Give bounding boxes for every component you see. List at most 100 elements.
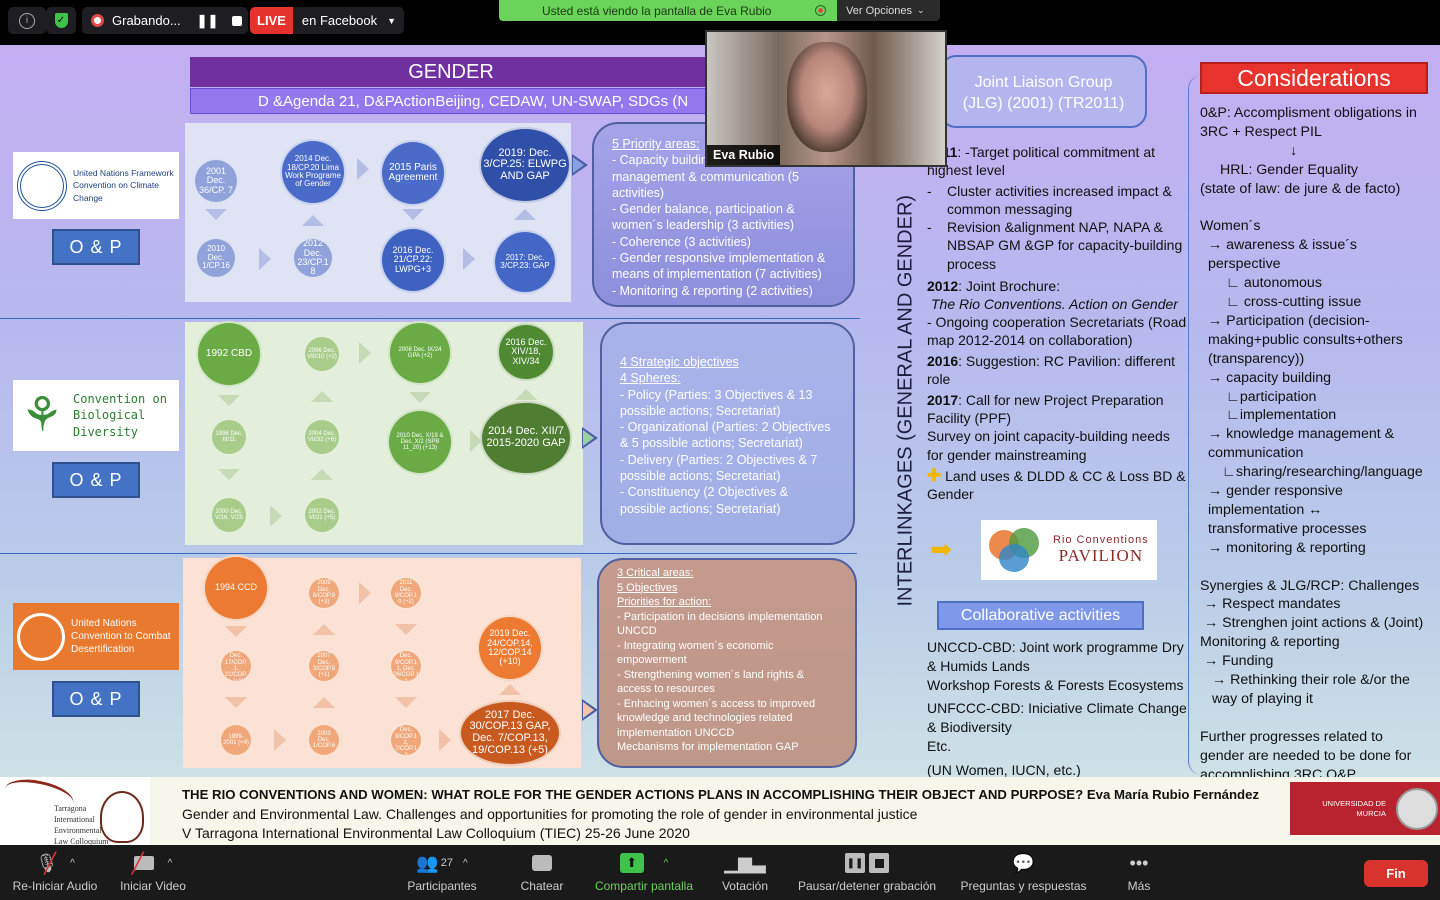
year: 2016 — [927, 353, 959, 370]
screen-share-notice: Usted está viendo la pantalla de Eva Rub… — [499, 0, 837, 21]
arrow-icon — [402, 209, 424, 220]
op-button-cbd: O & P — [52, 462, 140, 498]
toolbar-label: Iniciar Video — [120, 879, 186, 893]
cbd-logo: ⚘ Convention on Biological Diversity — [13, 380, 179, 451]
more-button[interactable]: •••Más — [1120, 852, 1158, 894]
considerations-line: Further progresses related to — [1200, 728, 1383, 745]
box-item: - Gender balance, participation & women´… — [612, 202, 795, 233]
box-item: - Enhacing women´s access to improved kn… — [617, 697, 816, 739]
participant-video[interactable]: Eva Rubio — [705, 30, 947, 167]
jlg-text: Cluster activities increased impact & co… — [947, 183, 1172, 218]
collaborative-activities-title: Collaborative activities — [937, 601, 1144, 630]
box-heading: Priorities for action: — [617, 596, 712, 608]
considerations-line: → Respect mandates — [1204, 596, 1341, 613]
timeline-circle: 1992 CBD — [196, 321, 262, 387]
meeting-top-bar: i ✓ Grabando... ❚❚ LIVE en Facebook ▼ Us… — [0, 0, 1440, 45]
shared-screen-slide: GENDER D &Agenda 21, D&PActionBeijing, C… — [0, 45, 1440, 845]
considerations-line: making+public consults+others — [1208, 331, 1403, 348]
unfccc-logo: United Nations Framework Convention on C… — [13, 152, 179, 219]
share-screen-button[interactable]: ⬆^Compartir pantalla — [588, 852, 700, 893]
participants-button[interactable]: 👥27^ Participantes — [400, 852, 484, 894]
chat-button[interactable]: Chatear — [515, 852, 569, 893]
pause-recording-button[interactable]: ❚❚ — [196, 12, 219, 28]
pause-stop-icon: ❚❚ — [845, 852, 889, 874]
arrow-icon — [302, 215, 324, 226]
jlg-title-box: Joint Liaison Group (JLG) (2001) (TR2011… — [940, 55, 1147, 128]
toolbar-label: Re-Iniciar Audio — [12, 879, 98, 893]
box-item: - Integrating women´s economic empowerme… — [617, 639, 774, 667]
considerations-line: Women´s — [1200, 218, 1261, 235]
unfccc-emblem-icon — [17, 160, 67, 211]
slide-header-title: GENDER — [190, 57, 712, 87]
qa-button[interactable]: 💬Preguntas y respuestas — [955, 852, 1092, 894]
arrow-icon — [582, 427, 598, 449]
considerations-line: → gender responsive — [1208, 483, 1343, 499]
op-button-unfccc: O & P — [52, 229, 140, 265]
considerations-line: gender are needed to be done for — [1200, 747, 1412, 764]
timeline-circle: 2014 Dec. XII/7 2015-2020 GAP — [480, 401, 572, 475]
box-heading: 5 Priority areas: — [612, 137, 700, 151]
considerations-line: 0&P: Accomplisment obligations in — [1200, 105, 1417, 121]
timeline-circle: 2015 Paris Agreement — [380, 140, 446, 206]
year: 2017 — [927, 392, 959, 409]
pavilion-line1: Rio Conventions — [1053, 534, 1149, 546]
university-murcia-logo: UNIVERSIDAD DE MURCIA — [1290, 782, 1440, 835]
considerations-line: ∟participation — [1226, 388, 1317, 405]
considerations-line: → capacity building — [1208, 369, 1332, 386]
end-meeting-button[interactable]: Fin — [1364, 860, 1428, 887]
arrow-icon — [274, 729, 286, 751]
considerations-title: Considerations — [1200, 62, 1428, 94]
considerations-line: ↓ — [1290, 142, 1298, 159]
jlg-text: : Call for new Project Preparation Facil… — [927, 392, 1164, 427]
arrow-icon — [311, 469, 333, 480]
poll-button[interactable]: ▁▆▃Votación — [718, 852, 772, 894]
box-item: Mecbanisms for implementation GAP — [617, 741, 799, 753]
tiec-logo-text: Tarragona International Environmental La… — [54, 804, 109, 845]
plus-icon: ✚ — [927, 465, 942, 485]
timeline-circle: 2017: Dec. 3/CP.23: GAP — [493, 230, 557, 294]
timeline-circle: 2010 Dec. 1/CP.16 — [195, 237, 237, 279]
participant-face — [787, 42, 867, 152]
timeline-circle: 2013 Dec. 9/COP.1 1, Dec. 26/COP.1 1 — [389, 649, 423, 683]
box-item: - Delivery (Parties: 2 Objectives & 7 po… — [620, 452, 818, 484]
timeline-circle: 2010 Dec. X/19 & Dec. X/2 (SPB 11_20) (+… — [387, 409, 453, 475]
arrow-icon — [470, 430, 482, 452]
arrow-icon — [395, 697, 417, 708]
timeline-circle: 1997 Dec. 17/COP. 1, 21/COP. 1 (+2) — [219, 649, 253, 683]
security-button[interactable]: ✓ — [46, 7, 76, 34]
arrow-icon — [359, 342, 371, 364]
footer-event: V Tarragona International Environmental … — [182, 825, 690, 841]
considerations-line: → Rethinking their role &/or the — [1212, 672, 1410, 688]
considerations-line: → awareness & issue´s — [1208, 237, 1358, 254]
stop-recording-button[interactable] — [232, 15, 243, 26]
collab-line: Workshop Forests & Forests Ecosystems — [927, 677, 1184, 693]
caret-down-icon: ▼ — [387, 15, 396, 26]
timeline-circle: 2016 Dec. 21/CP.22: LWPG+3 — [380, 227, 446, 293]
box-heading: 5 Objectives — [617, 581, 678, 594]
arrow-icon — [218, 395, 240, 406]
pause-stop-recording-button[interactable]: ❚❚Pausar/detener grabación — [792, 852, 942, 893]
bullet-item: -Revision &alignment NAP, NAPA & NBSAP G… — [927, 219, 1183, 272]
arrow-icon — [270, 505, 282, 527]
collaborative-activities-text: UNCCD-CBD: Joint work programme Dry & Hu… — [927, 638, 1189, 780]
unmute-audio-button[interactable]: 🎙╱^Re-Iniciar Audio — [10, 852, 100, 894]
box-item: - Gender responsive implementation & mea… — [612, 251, 826, 282]
video-off-icon: ╱^ — [131, 853, 173, 875]
timeline-circle: 2019 Dec. 24/COP.14, 12/COP.14 (+10) — [477, 615, 543, 681]
timeline-circle: 2016 Dec. XIV/18, XIV/34 — [497, 323, 555, 381]
jlg-text: : -Target political commitment at highes… — [927, 144, 1155, 179]
start-video-button[interactable]: ╱^ Iniciar Video — [112, 852, 194, 893]
toolbar-label: Participantes — [407, 879, 477, 893]
participants-icon: 👥27^ — [416, 852, 468, 873]
um-seal-icon — [1396, 787, 1438, 830]
info-button[interactable]: i — [8, 7, 46, 34]
shield-check-icon: ✓ — [54, 13, 68, 28]
box-item: - Constituency (2 Objectives & possible … — [620, 485, 789, 516]
timeline-circle: 2015 Dec. 3/COP.1 2, 7/COP.1 2 — [389, 723, 423, 757]
arrow-icon — [225, 626, 247, 637]
arrow-icon — [359, 582, 371, 604]
view-options-button[interactable]: Ver Opciones⌄ — [837, 0, 940, 21]
collab-line: UNFCCC-CBD: Iniciative Climate Change & … — [927, 700, 1187, 735]
share-screen-icon: ⬆^ — [619, 852, 668, 874]
live-stream-menu[interactable]: LIVE en Facebook ▼ — [250, 7, 404, 34]
